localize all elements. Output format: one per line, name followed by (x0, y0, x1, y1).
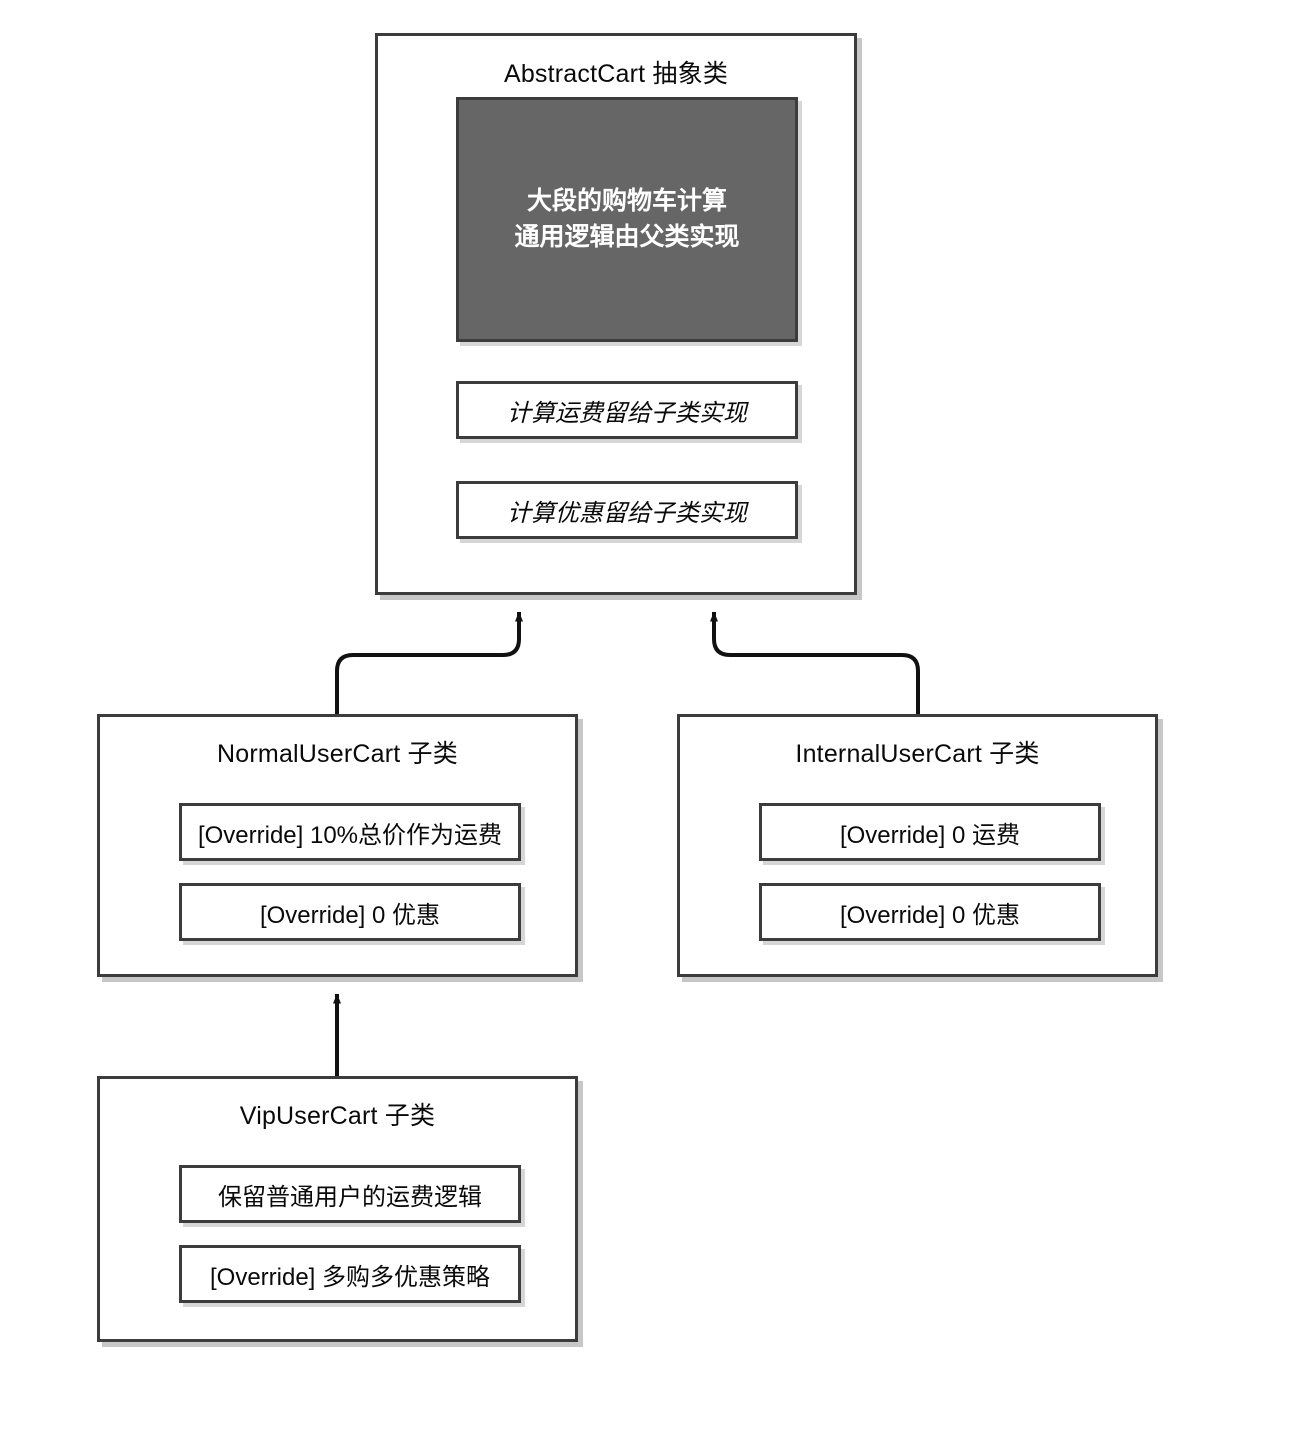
class-title-vipusercart: VipUserCart 子类 (239, 1102, 436, 1130)
internalusercart-member-1[interactable]: [Override] 0 优惠 (759, 883, 1101, 941)
internalusercart-member-0-label: [Override] 0 运费 (839, 821, 1021, 849)
abstractcart-shared-logic-text: 大段的购物车计算 通用逻辑由父类实现 (514, 187, 740, 251)
internalusercart-member-0[interactable]: [Override] 0 运费 (759, 803, 1101, 861)
class-title-internalusercart: InternalUserCart 子类 (795, 740, 1040, 768)
abstractcart-member-0-label: 计算运费留给子类实现 (507, 399, 747, 427)
normalusercart-member-1-label: [Override] 0 优惠 (259, 901, 441, 929)
abstractcart-member-1-label: 计算优惠留给子类实现 (507, 499, 747, 527)
normalusercart-member-0[interactable]: [Override] 10%总价作为运费 (179, 803, 521, 861)
normalusercart-member-1[interactable]: [Override] 0 优惠 (179, 883, 521, 941)
internalusercart-member-1-label: [Override] 0 优惠 (839, 901, 1021, 929)
class-box-internalusercart[interactable]: InternalUserCart 子类 [Override] 0 运费 [Ove… (677, 714, 1158, 977)
abstractcart-member-0[interactable]: 计算运费留给子类实现 (456, 381, 798, 439)
class-box-normalusercart[interactable]: NormalUserCart 子类 [Override] 10%总价作为运费 [… (97, 714, 578, 977)
vipusercart-member-1-label: [Override] 多购多优惠策略 (209, 1263, 491, 1291)
edge-internalusercart-to-abstractcart (710, 611, 920, 714)
class-box-abstractcart[interactable]: AbstractCart 抽象类 大段的购物车计算 通用逻辑由父类实现 计算运费… (375, 33, 857, 595)
class-box-vipusercart[interactable]: VipUserCart 子类 保留普通用户的运费逻辑 [Override] 多购… (97, 1076, 578, 1342)
vipusercart-member-1[interactable]: [Override] 多购多优惠策略 (179, 1245, 521, 1303)
vipusercart-member-0-label: 保留普通用户的运费逻辑 (218, 1183, 482, 1211)
abstractcart-member-1[interactable]: 计算优惠留给子类实现 (456, 481, 798, 539)
abstractcart-shared-logic-block: 大段的购物车计算 通用逻辑由父类实现 (456, 97, 798, 342)
class-title-normalusercart: NormalUserCart 子类 (217, 740, 458, 768)
normalusercart-member-0-label: [Override] 10%总价作为运费 (197, 821, 503, 849)
class-title-abstractcart: AbstractCart 抽象类 (503, 60, 729, 88)
edge-normalusercart-to-abstractcart (335, 611, 523, 714)
vipusercart-member-0[interactable]: 保留普通用户的运费逻辑 (179, 1165, 521, 1223)
